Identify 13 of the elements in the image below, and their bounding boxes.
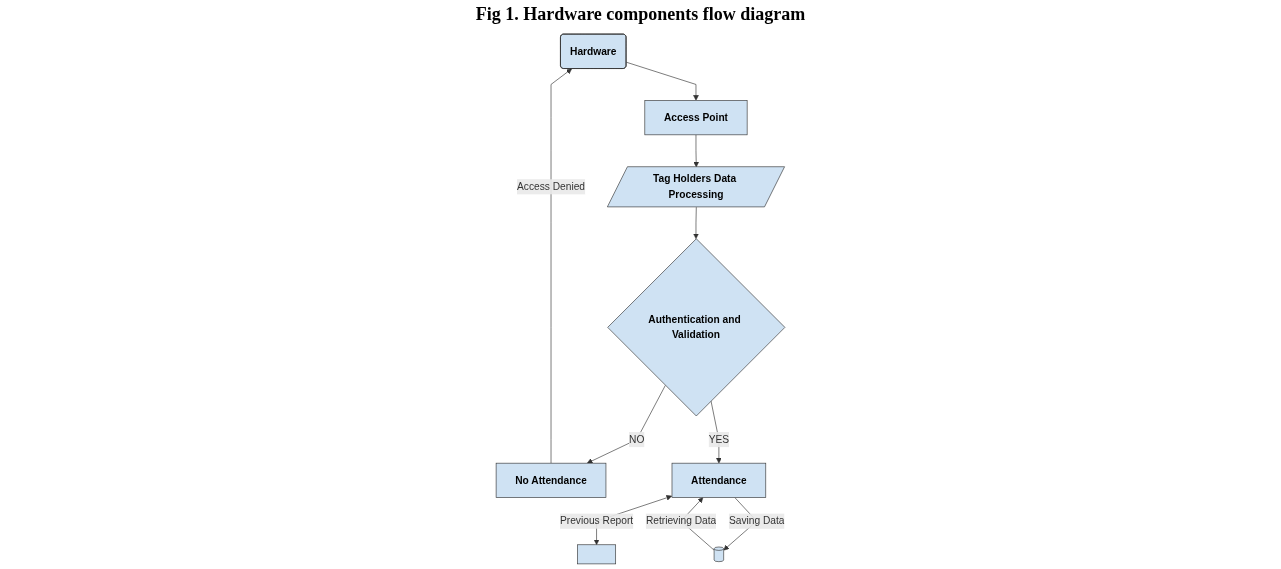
diagram-title: Fig 1. Hardware components flow diagram	[475, 4, 806, 25]
node-box: Attendance	[671, 462, 767, 498]
edge-label: Access Denied	[516, 181, 586, 192]
node-box: Access Point	[644, 100, 748, 136]
node-box: No Attendance	[495, 462, 607, 498]
edge-label: Retrieving Data	[645, 515, 717, 527]
node-cylinder	[713, 546, 724, 562]
node-diamond: Authentication and Validation	[607, 238, 786, 417]
edge-label: Saving Data	[728, 515, 785, 527]
edge-label: YES	[708, 433, 730, 445]
edge-label: NO	[629, 433, 645, 445]
edge-label: Previous Report	[559, 515, 634, 527]
node-box	[577, 544, 616, 565]
